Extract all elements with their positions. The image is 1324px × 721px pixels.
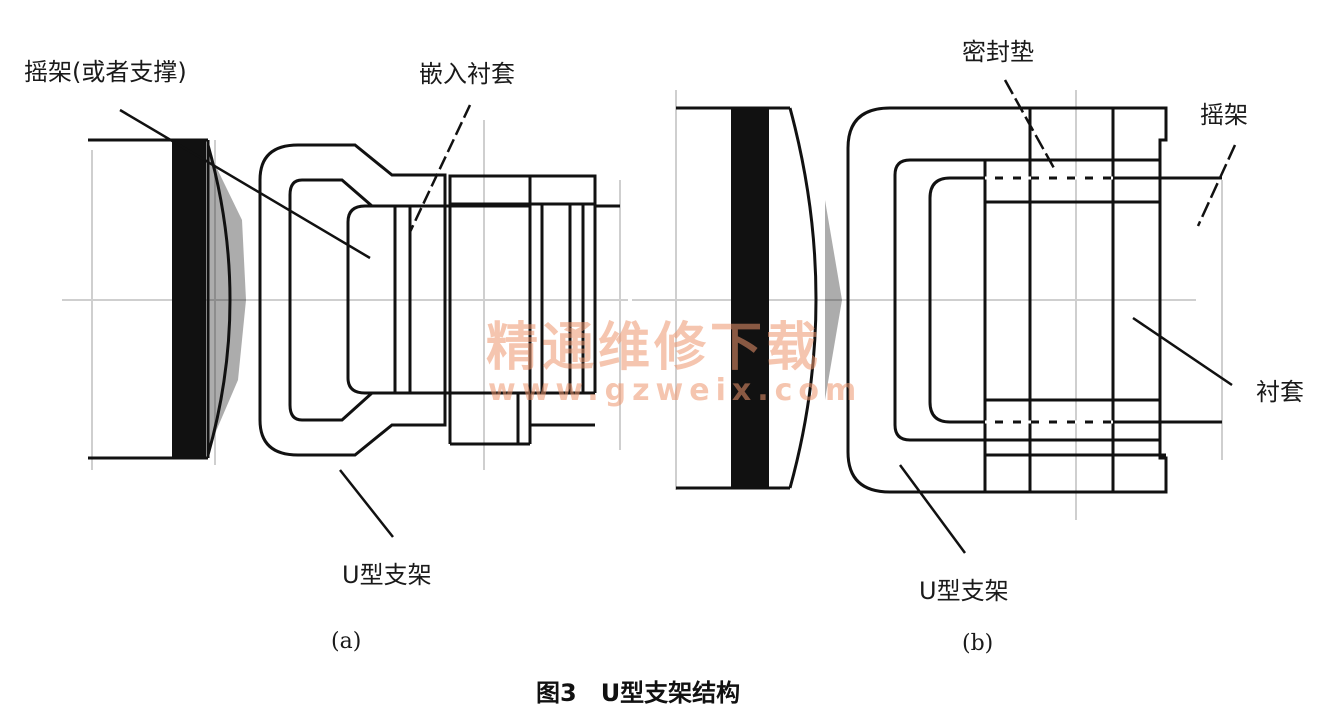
- panel-a-drawing: [88, 138, 620, 460]
- rocker-curve-a: [206, 144, 232, 456]
- label-bushing-b: 衬套: [1256, 378, 1304, 406]
- label-rocker-b: 摇架: [1200, 101, 1248, 129]
- seal-marks-b: [985, 176, 1113, 424]
- leaders-b: [898, 79, 1237, 554]
- label-u-bracket-b: U型支架: [919, 577, 1009, 605]
- bushing-b: [928, 176, 1160, 424]
- figure-caption: 图3 U型支架结构: [536, 679, 741, 707]
- leader-rocker-b: [1196, 144, 1237, 227]
- u-bracket-a: [258, 143, 447, 457]
- leader-rocker-a: [119, 108, 371, 260]
- rocker-band-a: [172, 140, 246, 458]
- watermark-url: www.gzweix.com: [488, 373, 863, 408]
- leader-seal-b: [1003, 79, 1057, 171]
- embedded-bushing-a: [346, 204, 532, 395]
- label-seal-gasket-b: 密封垫: [962, 38, 1034, 66]
- leader-u-bracket-a: [339, 469, 394, 538]
- label-rocker-a: 摇架(或者支撑): [24, 58, 187, 86]
- rocker-band-b: [731, 108, 842, 488]
- leaders-a: [119, 104, 472, 538]
- watermark-title: 精通维修下载: [486, 318, 823, 378]
- panel-b-drawing: [676, 106, 1222, 494]
- leader-u-bracket-b: [898, 464, 967, 554]
- leader-bushing-b: [1132, 316, 1233, 387]
- label-u-bracket-a: U型支架: [342, 561, 432, 589]
- sub-label-a: (a): [331, 629, 362, 654]
- sub-label-b: (b): [962, 631, 994, 656]
- leader-bushing-a: [408, 104, 472, 233]
- u-bracket-b: [846, 106, 1166, 494]
- guide-lines: [62, 90, 1223, 520]
- rocker-curve-b: [788, 107, 818, 489]
- label-embedded-bushing-a: 嵌入衬套: [419, 60, 515, 88]
